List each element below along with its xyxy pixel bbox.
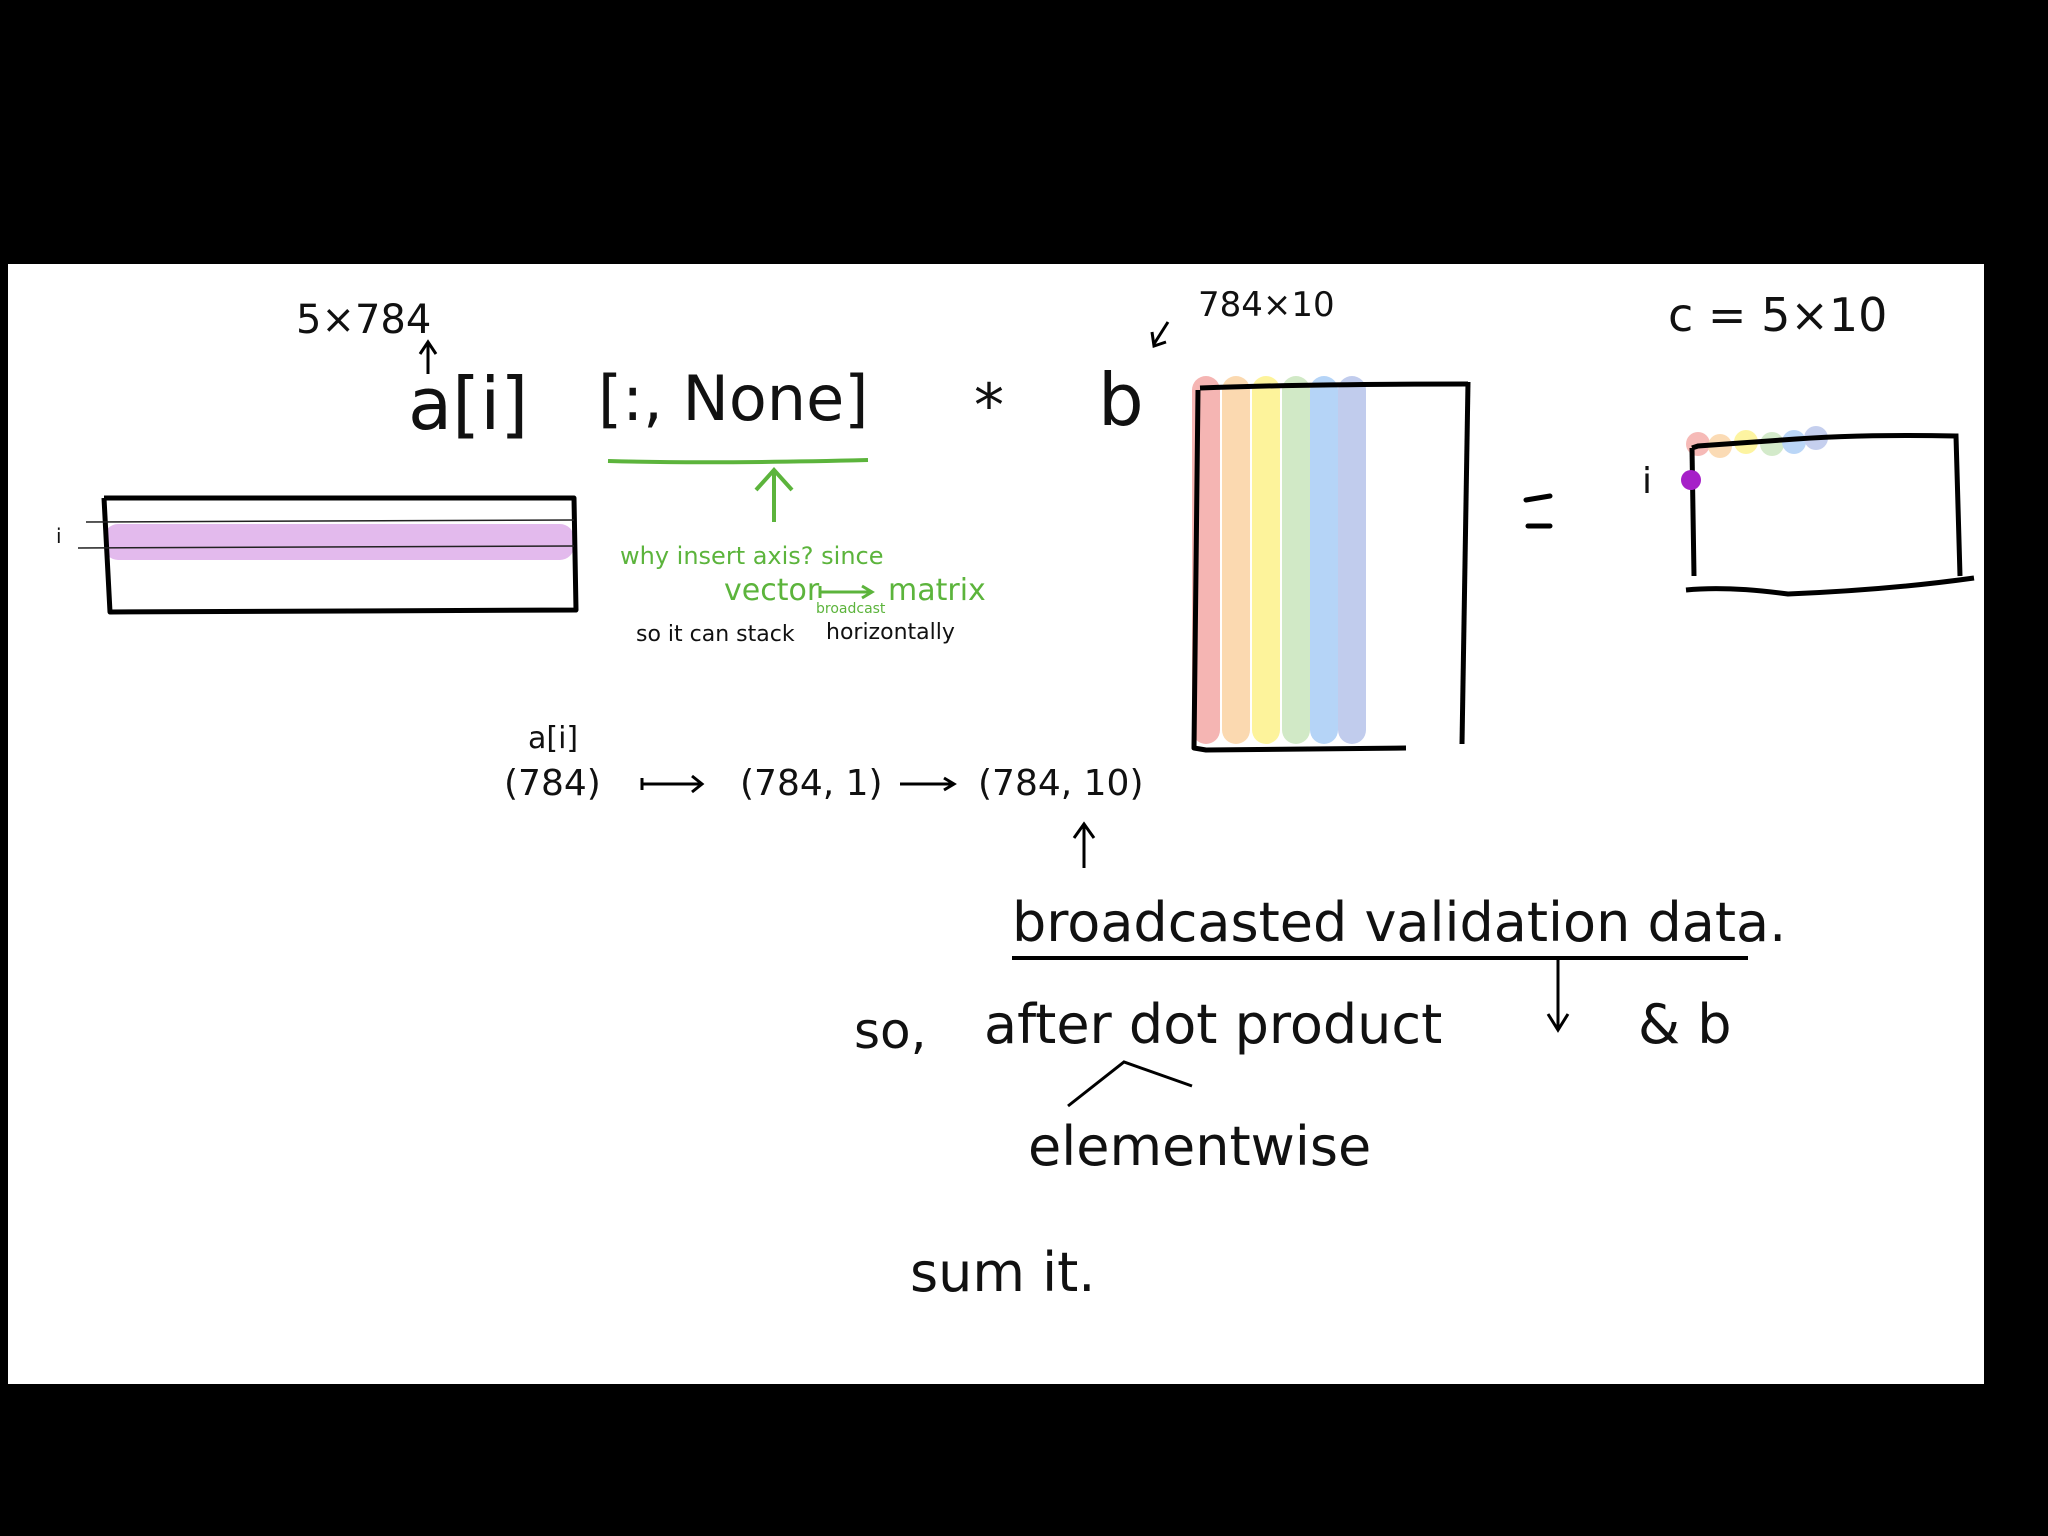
broadcast-underline [1012, 956, 1748, 1033]
note-sum-it: sum it. [910, 1241, 1096, 1304]
shape-flow-label: a[i] [528, 721, 579, 756]
note-stack: so it can stack [636, 622, 795, 647]
green-note-arrow-label: broadcast [816, 601, 886, 617]
matrix-c-top-dots [1686, 426, 1828, 458]
note-elementwise: elementwise [1028, 1115, 1372, 1178]
green-note-question: why insert axis? since [620, 542, 884, 570]
shape-flow-arrows [640, 774, 1096, 868]
matrix-c-row-marker [1681, 470, 1701, 490]
caret-insert [1067, 1060, 1193, 1108]
index-term: [:, None] [598, 362, 869, 435]
note-after-dot-product: after dot product [984, 993, 1443, 1056]
matrix-c-box [1685, 433, 1975, 597]
matrix-b-box [1191, 381, 1471, 753]
a-shape-label: 5×784 [296, 297, 432, 343]
shape-step-3: (784, 10) [978, 763, 1144, 804]
shape-step-1: (784) [504, 763, 601, 804]
a-term: a[i] [408, 362, 529, 446]
diagram-strokes [77, 321, 1975, 1108]
arrow-b-shape [1150, 321, 1170, 348]
whiteboard-canvas[interactable]: 5×784 a[i] [:, None] * b 784×10 c = 5×10… [8, 264, 1984, 1384]
note-horizontally: horizontally [826, 620, 955, 645]
green-note-matrix: matrix [888, 573, 986, 608]
b-term: b [1098, 358, 1144, 442]
b-shape-label: 784×10 [1198, 285, 1335, 325]
note-and-b: & b [1638, 993, 1732, 1056]
matrix-a-row-label: i [56, 524, 62, 548]
multiply-operator: * [974, 371, 1004, 441]
green-underline [607, 458, 875, 600]
equals-sign [1523, 493, 1553, 529]
green-note-vector: vector [724, 573, 820, 608]
note-so: so, [854, 1002, 927, 1060]
matrix-a-box [77, 495, 579, 615]
result-shape-label: c = 5×10 [1668, 288, 1888, 342]
matrix-b-stripes [1192, 376, 1366, 744]
arrow-up-a-shape [418, 339, 438, 374]
matrix-c-row-label: i [1642, 461, 1653, 502]
shape-step-2: (784, 1) [740, 763, 883, 804]
note-broadcast: broadcasted validation data. [1012, 891, 1787, 954]
